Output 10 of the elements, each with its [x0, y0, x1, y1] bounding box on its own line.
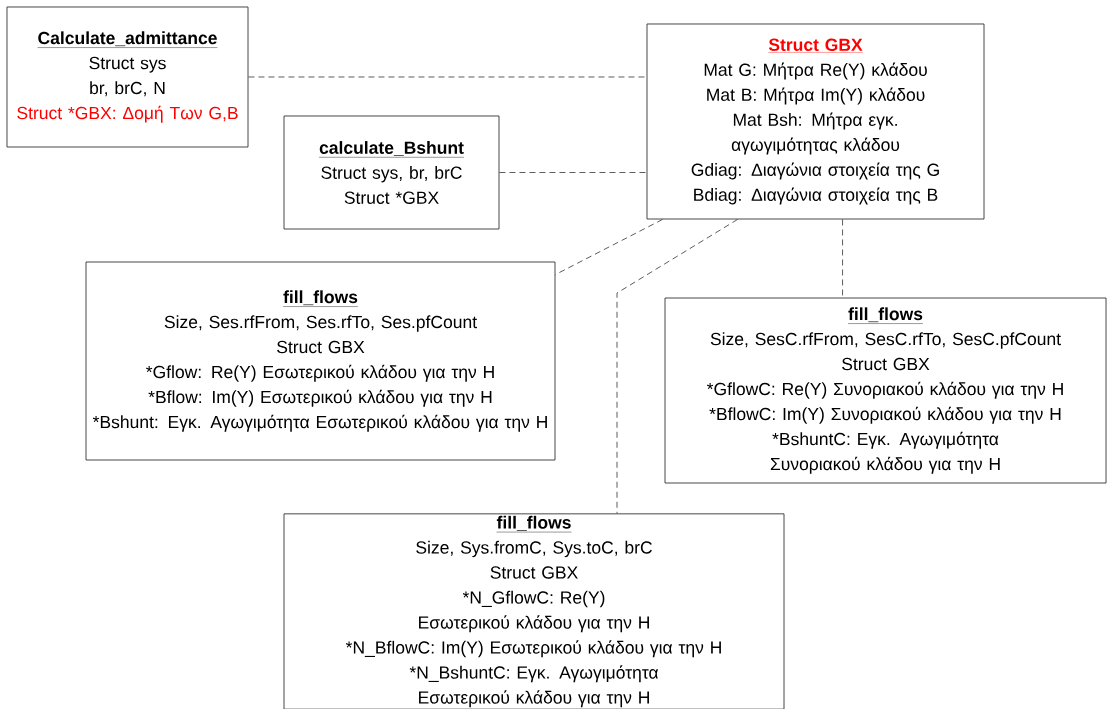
- function-box: Calculate_admittance Struct sys br, brC, N Struct *GBX: Δομή Των G,B: [6, 6, 249, 148]
- connector-line: [555, 219, 663, 275]
- connector-line: [616, 219, 738, 514]
- connector-line: [842, 219, 843, 298]
- function-box: fill_flows Size, SesC.rfFrom, SesC.rfTo, SesC.pfCount Struct GBX *GflowC: Re(Y) Συνοριακού κλάδου για την H *BflowC: Im(Y) Συνοριακού κλάδου για την H *BshuntC: Εγκ. Αγωγιμότητα Συνοριακού κλάδου για την H: [664, 297, 1107, 484]
- connector-line: [499, 172, 647, 173]
- function-box: fill_flows Size, Ses.rfFrom, Ses.rfTo, Ses.pfCount Struct GBX *Gflow: Re(Y) Εσωτερικού κλάδου για την H *Bflow: Im(Y) Εσωτερικού κλάδου για την H *Bshunt: Εγκ. Αγωγιμότητα Εσωτερικού κλάδου για την H: [85, 261, 556, 461]
- function-box: calculate_Bshunt Struct sys, br, brC Struct *GBX: [283, 115, 500, 230]
- function-box: fill_flows Size, Sys.fromC, Sys.toC, brC Struct GBX *N_GflowC: Re(Y) Εσωτερικού κλάδου για την H *N_BflowC: Im(Y) Εσωτερικού κλάδου για την H *N_BshuntC: Εγκ. Αγωγιμότητα Εσωτερικού κλάδου για την H: [283, 513, 785, 709]
- function-box: Struct GBX Mat G: Μήτρα Re(Y) κλάδου Mat B: Μήτρα Im(Y) κλάδου Mat Bsh: Μήτρα εγκ. αγωγιμότητας κλάδου Gdiag: Διαγώνια στοιχεία της G Bdiag: Διαγώνια στοιχεία της B: [646, 23, 985, 220]
